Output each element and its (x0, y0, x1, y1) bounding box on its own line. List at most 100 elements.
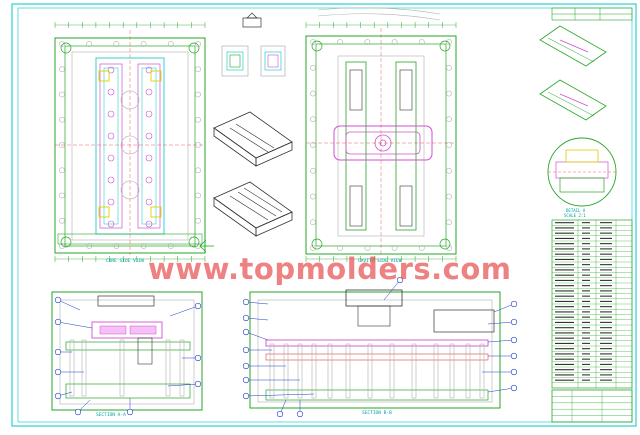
bolt-hole (86, 41, 93, 47)
ejector-pin (145, 132, 153, 140)
ejector-pin (145, 88, 153, 96)
bolt-hole (86, 243, 93, 249)
part-balloon (242, 328, 250, 336)
guide-pin (311, 40, 323, 52)
cavity-side-view-label: CAVITY SIDE VIEW (358, 258, 402, 264)
ejector-pin (145, 198, 153, 206)
pin-column (311, 343, 317, 399)
part-balloon (74, 408, 82, 416)
ejector-pin (107, 220, 115, 228)
bolt-hole (337, 245, 344, 251)
bolt-hole (310, 245, 316, 251)
bolt-hole (310, 39, 316, 45)
ejector-pin (107, 66, 115, 74)
pin-column (327, 343, 333, 399)
bolt-hole (59, 66, 65, 73)
part-balloon (54, 296, 62, 304)
pin-column (283, 343, 289, 399)
part-balloon (54, 348, 62, 356)
cavity-side-plan-view: CAVITY SIDE VIEW (305, 7, 457, 264)
ejector-pin (107, 132, 115, 140)
part-balloon (510, 300, 518, 308)
part-balloon (276, 410, 284, 418)
pin-column (449, 343, 455, 399)
leader-line (383, 279, 401, 301)
part-balloon (242, 392, 250, 400)
section-arrow-marker (199, 239, 214, 253)
bolt-hole (113, 41, 120, 47)
part-balloon (54, 392, 62, 400)
bolt-hole (310, 219, 316, 226)
bolt-hole (446, 116, 452, 123)
bolt-hole (59, 217, 65, 224)
part-balloon (510, 352, 518, 360)
section-a-view: SECTION A-A (51, 291, 203, 418)
revision-block (551, 7, 633, 21)
bolt-hole (310, 64, 316, 71)
bolt-hole (446, 90, 452, 97)
part-balloon (296, 410, 304, 418)
bolt-hole (195, 142, 201, 148)
detail-circle-view: DETAIL A SCALE 2:1 (547, 137, 617, 218)
pin-column (81, 339, 87, 397)
leader-line (245, 301, 269, 305)
bolt-hole (195, 66, 201, 73)
title-block (551, 389, 633, 423)
leader-line (167, 383, 199, 387)
detail-scale-label: SCALE 2:1 (564, 213, 586, 218)
pin-column (411, 343, 417, 399)
bolt-hole (59, 41, 65, 47)
marker-square (98, 70, 110, 82)
part-balloon (242, 376, 250, 384)
bolt-hole (391, 245, 398, 251)
guide-pin (188, 236, 200, 248)
bolt-hole (337, 39, 344, 45)
ejector-pin (145, 176, 153, 184)
bolt-hole (310, 90, 316, 97)
pin-column (479, 343, 485, 399)
bolt-hole (446, 64, 452, 71)
part-balloon (126, 408, 134, 416)
pin-column (179, 339, 185, 397)
bolt-hole (364, 245, 371, 251)
pin-column (119, 339, 125, 397)
bolt-hole (59, 243, 65, 249)
part-balloon (510, 336, 518, 344)
part-balloon (242, 314, 250, 322)
marker-square (98, 206, 110, 218)
bolt-hole (446, 219, 452, 226)
bolt-hole (391, 39, 398, 45)
part-balloon (194, 354, 202, 362)
leader-line (57, 299, 81, 311)
pin-column (165, 339, 171, 397)
isometric-part-views (213, 111, 293, 237)
pin-column (69, 339, 75, 397)
support-pillar (120, 135, 140, 155)
part-balloon (194, 380, 202, 388)
bolt-hole (418, 39, 425, 45)
section-b-label: SECTION B-B (362, 410, 392, 416)
guide-pin (439, 238, 451, 250)
section-b-view: SECTION B-B (242, 276, 518, 418)
part-balloon (54, 318, 62, 326)
pin-column (465, 343, 471, 399)
ejector-pin (107, 110, 115, 118)
core-side-plan-view: CORE SIDE VIEW (54, 22, 206, 264)
marker-square (150, 70, 162, 82)
part-balloon (242, 362, 250, 370)
bolt-hole (310, 116, 316, 123)
guide-pin (439, 40, 451, 52)
bolt-hole (59, 167, 65, 174)
bolt-hole (113, 243, 120, 249)
part-balloon (242, 346, 250, 354)
guide-pin (60, 42, 72, 54)
part-balloon (396, 276, 404, 284)
part-balloon (54, 368, 62, 376)
part-sketch-views (539, 25, 607, 121)
bolt-hole (310, 193, 316, 200)
ejector-pin (107, 198, 115, 206)
bolt-hole (446, 39, 452, 45)
bolt-hole (167, 41, 174, 47)
bolt-hole (59, 91, 65, 98)
